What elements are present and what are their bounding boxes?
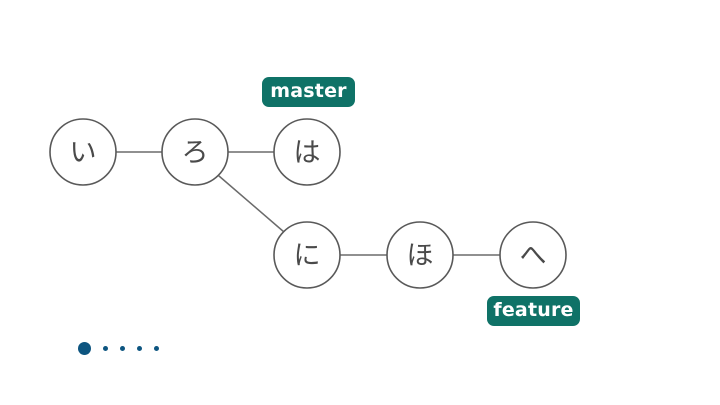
- edge-ro-ni: [218, 175, 285, 233]
- commit-circle: [499, 221, 567, 289]
- pagination-dot-active[interactable]: [78, 341, 91, 355]
- commit-circle: [161, 118, 229, 186]
- commit-node-ni[interactable]: に: [273, 221, 341, 289]
- commit-circle: [49, 118, 117, 186]
- commit-label: は: [294, 138, 321, 169]
- pagination-dot[interactable]: [137, 345, 142, 351]
- branch-badge-feature[interactable]: feature: [487, 296, 580, 326]
- commit-node-i[interactable]: い: [49, 118, 117, 186]
- commit-label: い: [70, 138, 97, 169]
- pagination-dot[interactable]: [103, 345, 108, 351]
- commit-node-ha[interactable]: は: [273, 118, 341, 186]
- graph-nodes: い ろ は に ほ へ: [49, 118, 567, 289]
- commit-label: ろ: [182, 138, 209, 169]
- commit-node-ho[interactable]: ほ: [386, 221, 454, 289]
- commit-label: ほ: [407, 241, 434, 272]
- commit-label: へ: [520, 241, 547, 272]
- commit-node-ro[interactable]: ろ: [161, 118, 229, 186]
- branch-badge-master[interactable]: master: [262, 77, 355, 107]
- pagination-dot[interactable]: [154, 345, 159, 351]
- commit-label: に: [294, 241, 321, 272]
- commit-circle: [273, 118, 341, 186]
- graph-edges: [115, 151, 501, 256]
- commit-node-he[interactable]: へ: [499, 221, 567, 289]
- commit-circle: [386, 221, 454, 289]
- commit-circle: [273, 221, 341, 289]
- slide-pagination[interactable]: [78, 338, 159, 358]
- pagination-dot[interactable]: [120, 345, 125, 351]
